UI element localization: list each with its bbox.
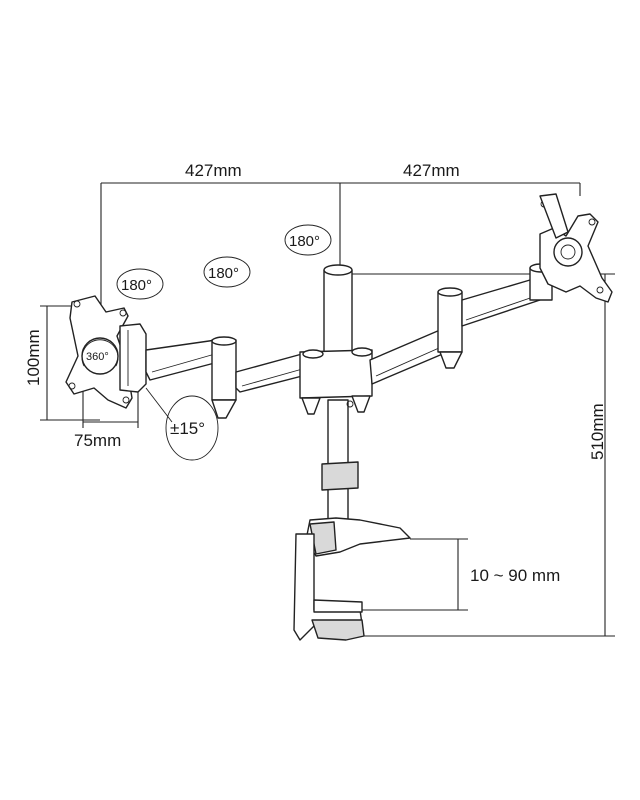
rotation-arrow-360-icon — [81, 339, 119, 367]
width-dimension-lines — [100, 182, 581, 312]
left-arm — [145, 336, 313, 419]
dimension-clamp-range: 10 ~ 90 mm — [470, 566, 560, 585]
dimension-vesa-width: 75mm — [74, 431, 121, 450]
rotation-badge-left — [116, 268, 164, 300]
right-vesa-plate — [539, 193, 613, 303]
label-tilt-range: ±15° — [170, 419, 205, 438]
tilt-badge — [165, 395, 219, 461]
left-vesa-plate — [65, 295, 147, 409]
label-top-joint-rotation: 180° — [289, 233, 320, 250]
tilt-pointer-line — [145, 387, 173, 423]
label-screen-rotation: 360° — [86, 351, 109, 363]
label-middle-joint-rotation: 180° — [208, 265, 239, 282]
dimension-left-arm-width: 427mm — [185, 161, 242, 180]
label-left-joint-rotation: 180° — [121, 277, 152, 294]
dimension-right-arm-width: 427mm — [403, 161, 460, 180]
dimension-pole-height: 510mm — [588, 403, 607, 460]
rotation-badge-top — [284, 224, 332, 256]
dimension-vesa-height: 100mm — [24, 329, 43, 386]
rotation-badge-middle — [203, 256, 251, 288]
right-arm — [369, 263, 553, 385]
desk-clamp — [293, 517, 411, 641]
vesa-dimension-lines — [40, 305, 139, 428]
center-pole — [299, 264, 373, 529]
clamp-dimension-lines — [360, 538, 468, 611]
